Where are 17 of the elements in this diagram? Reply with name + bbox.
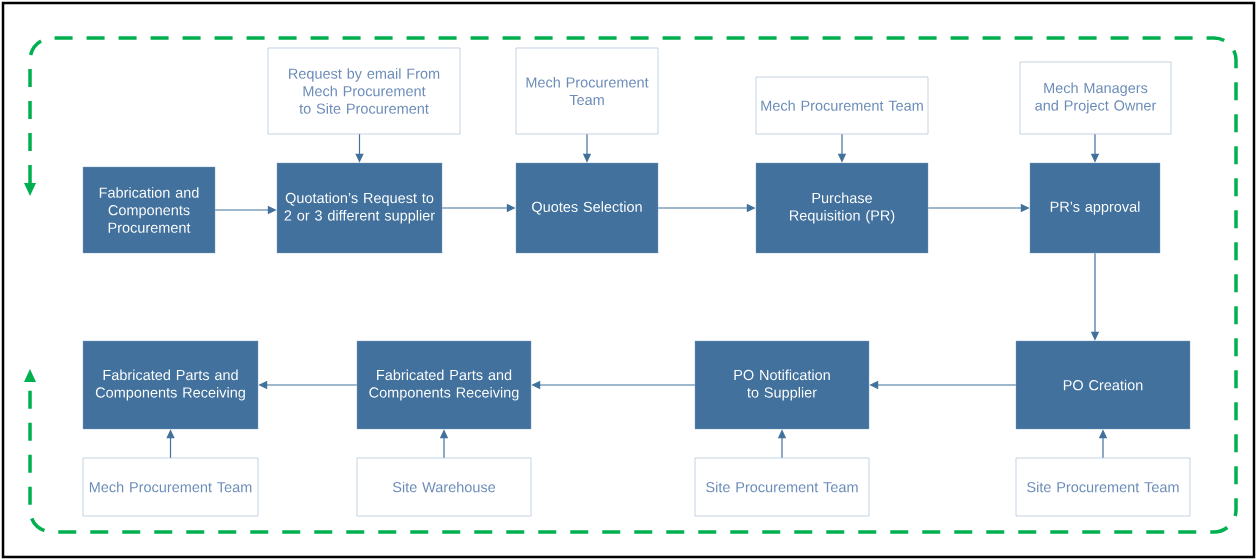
- role-box: Site Warehouse: [356, 457, 532, 517]
- process-box: Fabricated Parts and Components Receiving: [82, 340, 259, 430]
- process-box: PO Creation: [1015, 340, 1191, 430]
- process-box: Fabrication and Components Procurement: [82, 166, 216, 254]
- process-box: Quotes Selection: [515, 162, 659, 254]
- role-box: Request by email From Mech Procurement to Site Procurement: [267, 47, 461, 135]
- process-box: Quotation’s Request to 2 or 3 different supplier: [276, 162, 443, 254]
- role-box: Mech Managers and Project Owner: [1019, 61, 1172, 135]
- process-box: PR’s approval: [1029, 162, 1161, 254]
- process-box: Purchase Requisition (PR): [755, 162, 929, 254]
- role-box: Mech Procurement Team: [82, 457, 259, 517]
- process-box: PO Notification to Supplier: [694, 340, 870, 430]
- role-box: Mech Procurement Team: [755, 76, 929, 135]
- role-box: Site Procurement Team: [694, 457, 870, 517]
- role-box: Site Procurement Team: [1015, 457, 1191, 517]
- process-box: Fabricated Parts and Components Receiving: [356, 340, 532, 430]
- role-box: Mech Procurement Team: [515, 47, 659, 135]
